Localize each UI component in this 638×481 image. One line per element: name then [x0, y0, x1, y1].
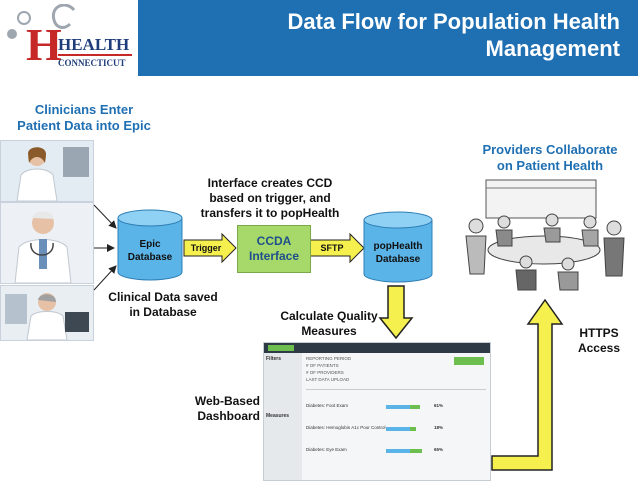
ccda-interface-box: CCDA Interface [237, 225, 311, 273]
clinicians-label: Clinicians Enter Patient Data into Epic [17, 102, 151, 133]
web-dashboard-label: Web-Based Dashboard [194, 394, 260, 423]
https-access-arrow [491, 298, 564, 471]
svg-text:H: H [26, 19, 62, 70]
arrow-photo3-to-epic [93, 265, 117, 291]
measure-row: Diabetes: Foot Exam 61% [306, 403, 444, 409]
title-line-1: Data Flow for Population Health [287, 9, 620, 34]
svg-text:CONNECTICUT: CONNECTICUT [58, 58, 126, 68]
trigger-label: Trigger [190, 243, 222, 253]
header-bar [138, 0, 638, 76]
epic-database [117, 209, 183, 281]
trigger-arrow [183, 232, 237, 264]
clinical-data-saved-label: Clinical Data saved in Database [108, 290, 218, 319]
dashboard-screenshot: Filters Measures REPORTING PERIOD # OF P… [263, 342, 491, 481]
calc-quality-arrow [378, 285, 414, 340]
svg-text:HEALTH: HEALTH [58, 35, 129, 54]
measure-row: Diabetes: Hemoglobin A1c Poor Control 18… [306, 425, 444, 431]
providers-label: Providers Collaborate on Patient Health [482, 142, 618, 173]
interface-note: Interface creates CCD based on trigger, … [200, 176, 340, 220]
dashboard-home-button [268, 345, 294, 351]
sftp-label: SFTP [320, 243, 344, 253]
clinician-photo-1 [0, 140, 94, 202]
dashboard-measure-list: Diabetes: Foot Exam 61% Diabetes: Hemogl… [306, 403, 486, 469]
calculate-quality-label: Calculate Quality Measures [280, 309, 378, 338]
pophealth-database-label: popHealth Database [373, 241, 423, 265]
pophealth-database [363, 211, 433, 283]
sftp-arrow [309, 232, 365, 264]
providers-meeting-illustration [456, 176, 634, 292]
measure-row: Diabetes: Eye Exam 65% [306, 447, 444, 453]
arrow-photo1-to-epic [93, 204, 117, 229]
dashboard-topbar [264, 343, 490, 353]
stethoscope-icon [51, 4, 76, 29]
clinician-photo-2 [0, 202, 94, 284]
title-line-2: Management [485, 36, 620, 61]
dashboard-summary: REPORTING PERIOD # OF PATIENTS # OF PROV… [306, 356, 352, 382]
epic-database-label: Epic Database [127, 239, 173, 263]
dashboard-sidebar: Filters Measures [264, 353, 302, 480]
clinician-photo-3 [0, 285, 94, 341]
health-connecticut-logo: H HEALTH CONNECTICUT [7, 4, 132, 70]
https-access-label: HTTPS Access [577, 326, 621, 355]
page-title: Data Flow for Population Health Manageme… [150, 8, 620, 62]
dashboard-export-button [454, 357, 484, 365]
